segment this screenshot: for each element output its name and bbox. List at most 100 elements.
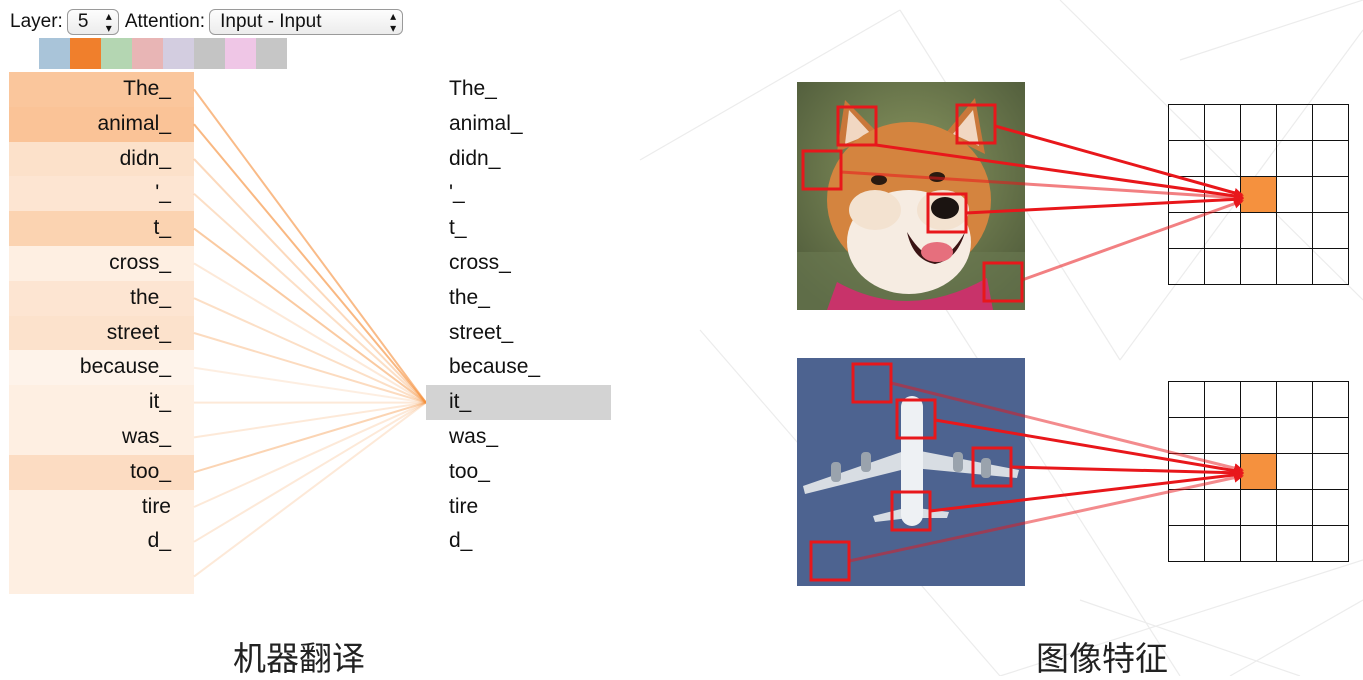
attention-line	[193, 401, 427, 543]
grid-cell	[1313, 249, 1349, 285]
feature-grid-dog	[1168, 104, 1349, 285]
layer-value: 5	[77, 11, 89, 32]
grid-cell	[1205, 526, 1241, 562]
grid-cell	[1313, 177, 1349, 213]
grid-cell	[1241, 249, 1277, 285]
layer-select[interactable]: 5 ▴▾	[66, 9, 119, 35]
source-token[interactable]: was_	[9, 419, 194, 455]
caption-image-features: 图像特征	[1036, 639, 1168, 678]
attention-line	[193, 262, 427, 404]
grid-cell	[1169, 213, 1205, 249]
grid-cell	[1277, 105, 1313, 141]
target-token[interactable]: the_	[449, 285, 490, 309]
source-token[interactable]: it_	[9, 385, 194, 420]
source-token[interactable]: The_	[9, 72, 194, 107]
source-token[interactable]: because_	[9, 350, 194, 386]
source-token[interactable]: t_	[9, 211, 194, 246]
region-box	[982, 261, 1024, 303]
grid-cell	[1241, 526, 1277, 562]
caption-machine-translation: 机器翻译	[233, 639, 365, 678]
target-token[interactable]: animal_	[449, 111, 523, 135]
target-token[interactable]: The_	[449, 77, 497, 100]
attention-line	[193, 332, 427, 404]
head-swatch[interactable]	[132, 38, 163, 69]
grid-cell	[1313, 454, 1349, 490]
attention-line	[193, 158, 427, 404]
grid-cell	[1277, 249, 1313, 285]
grid-cell	[1241, 141, 1277, 177]
attention-value: Input - Input	[220, 11, 322, 32]
grid-cell	[1313, 105, 1349, 141]
grid-cell	[1241, 490, 1277, 526]
source-token[interactable]: d_	[9, 524, 194, 560]
attention-arrow	[890, 381, 1244, 473]
source-token[interactable]: didn_	[9, 141, 194, 177]
source-token[interactable]: the_	[9, 280, 194, 316]
grid-cell	[1277, 213, 1313, 249]
attention-line	[193, 401, 427, 508]
attention-arrow	[875, 143, 1244, 201]
grid-cell	[1277, 526, 1313, 562]
target-token[interactable]: t_	[449, 216, 467, 240]
target-token[interactable]: '_	[449, 181, 465, 205]
target-token[interactable]: too_	[449, 459, 490, 483]
region-box	[955, 103, 997, 145]
grid-cell-highlighted	[1241, 177, 1277, 213]
attention-arrow	[965, 194, 1244, 215]
grid-cell	[1205, 382, 1241, 418]
grid-cell	[1241, 213, 1277, 249]
target-token[interactable]: didn_	[449, 146, 501, 170]
source-token[interactable]: street_	[9, 315, 194, 351]
source-token[interactable]: animal_	[9, 106, 194, 142]
grid-cell	[1205, 490, 1241, 526]
attention-arrow	[929, 469, 1244, 513]
attention-arrow	[848, 472, 1244, 563]
source-token[interactable]: cross_	[9, 245, 194, 281]
attention-line	[193, 297, 427, 404]
grid-cell	[1169, 141, 1205, 177]
head-swatch[interactable]	[163, 38, 194, 69]
grid-cell	[1205, 249, 1241, 285]
grid-cell	[1313, 490, 1349, 526]
grid-cell	[1205, 141, 1241, 177]
source-token[interactable]	[9, 559, 194, 594]
target-token[interactable]: tire	[449, 494, 479, 518]
grid-cell	[1313, 141, 1349, 177]
head-swatch[interactable]	[225, 38, 256, 69]
head-swatch[interactable]	[70, 38, 101, 69]
region-box	[809, 540, 851, 582]
grid-cell	[1313, 382, 1349, 418]
target-token-selected[interactable]: it_	[426, 385, 611, 420]
head-swatch[interactable]	[256, 38, 287, 69]
region-box	[836, 105, 878, 147]
attention-line	[193, 193, 427, 404]
attention-line	[193, 401, 427, 474]
grid-cell	[1241, 418, 1277, 454]
source-token[interactable]: '_	[9, 176, 194, 212]
head-swatch[interactable]	[39, 38, 70, 69]
attention-arrow	[994, 124, 1244, 198]
target-token[interactable]: because_	[449, 355, 541, 379]
grid-cell	[1313, 418, 1349, 454]
region-box	[851, 362, 893, 404]
target-token[interactable]: street_	[449, 320, 514, 344]
attention-select[interactable]: Input - Input ▴▾	[209, 9, 404, 35]
grid-cell	[1277, 418, 1313, 454]
attention-arrow	[1021, 198, 1244, 282]
source-token[interactable]: tire	[9, 489, 194, 525]
target-token[interactable]: cross_	[449, 250, 511, 274]
target-token[interactable]: d_	[449, 529, 473, 553]
attention-line	[193, 123, 427, 404]
feature-grid-airplane	[1168, 381, 1349, 562]
select-arrows-icon: ▴▾	[105, 9, 112, 35]
target-token[interactable]: was_	[449, 424, 499, 448]
head-swatch[interactable]	[101, 38, 132, 69]
region-box	[971, 446, 1013, 488]
grid-cell	[1169, 490, 1205, 526]
source-token[interactable]: too_	[9, 454, 194, 490]
dog-photo	[797, 82, 1025, 310]
attention-line	[193, 227, 427, 404]
grid-cell	[1241, 105, 1277, 141]
head-swatch[interactable]	[194, 38, 225, 69]
